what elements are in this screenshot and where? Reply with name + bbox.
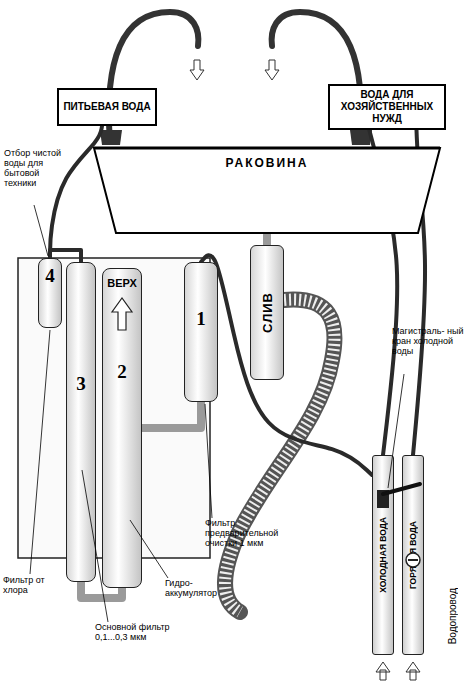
- callout-label: Фильтр от хлора: [3, 575, 49, 595]
- drain-pipe: СЛИВ: [250, 245, 284, 380]
- leader-line: [205, 404, 212, 518]
- up-arrow: [112, 298, 132, 330]
- leader-line: [30, 330, 50, 574]
- callout-number: 4: [45, 265, 55, 287]
- ball-valve: [406, 553, 420, 567]
- part-name: ХОЛОДНАЯ ВОДА: [378, 517, 388, 593]
- part-name: ГОРЯЧАЯ ВОДА: [408, 521, 418, 589]
- callout-label: Основной фильтр 0,1...0,3 мкм: [95, 622, 173, 642]
- hose-connector: [50, 126, 102, 258]
- filter-cartridge: 4: [38, 258, 62, 328]
- callout-label: Фильтр предварительной очистки 1 мкм: [205, 518, 293, 548]
- callout-label: Магистраль- ный кран холодной воды: [392, 326, 464, 356]
- sink-rim: [94, 147, 440, 150]
- orientation-mark: ВЕРХ: [107, 277, 137, 289]
- leader-line: [130, 520, 168, 578]
- valve-body: [377, 490, 389, 508]
- callout-label: Водопровод: [448, 588, 458, 644]
- pipe-connector: [142, 402, 201, 428]
- label-box: ПИТЬЕВАЯ ВОДА: [57, 88, 157, 126]
- callout-number: 2: [117, 361, 127, 383]
- inlet-arrow: [406, 662, 420, 680]
- sink: РАКОВИНА: [92, 140, 442, 235]
- box-title: ПИТЬЕВАЯ ВОДА: [63, 101, 150, 113]
- pipe-connector: [263, 235, 271, 245]
- ball-valve: [408, 559, 418, 561]
- hose-connector: [201, 255, 372, 475]
- flow-arrow: [265, 60, 279, 80]
- water-pipe: ХОЛОДНАЯ ВОДА: [372, 455, 394, 655]
- box-title: ВОДА ДЛЯ ХОЗЯЙСТВЕННЫХ НУЖД: [334, 89, 440, 125]
- part-name: СЛИВ: [260, 292, 275, 333]
- leader-line: [388, 374, 404, 488]
- leader-line: [34, 205, 48, 256]
- callout-label: Отбор чистой воды для бытовой техники: [4, 148, 66, 188]
- callout-number: 1: [196, 308, 206, 330]
- faucet-base: [100, 130, 122, 145]
- part-name: РАКОВИНА: [226, 156, 309, 170]
- valve-handle: [383, 484, 420, 494]
- inlet-arrow: [376, 662, 390, 680]
- callout-number: 3: [76, 373, 86, 395]
- filter-cartridge: 3: [66, 262, 96, 582]
- sink-outline: [92, 140, 442, 235]
- sink-bowl: [94, 148, 440, 233]
- label-box: ВОДА ДЛЯ ХОЗЯЙСТВЕННЫХ НУЖД: [328, 84, 446, 130]
- flow-arrow: [190, 60, 204, 80]
- water-pipe: ГОРЯЧАЯ ВОДА: [402, 455, 424, 655]
- leader-line: [82, 470, 108, 622]
- accumulator-tank: ВЕРХ 2: [102, 268, 142, 588]
- filter-cartridge: 1: [184, 262, 218, 402]
- callout-label: Гидро- аккумулятор: [165, 578, 231, 598]
